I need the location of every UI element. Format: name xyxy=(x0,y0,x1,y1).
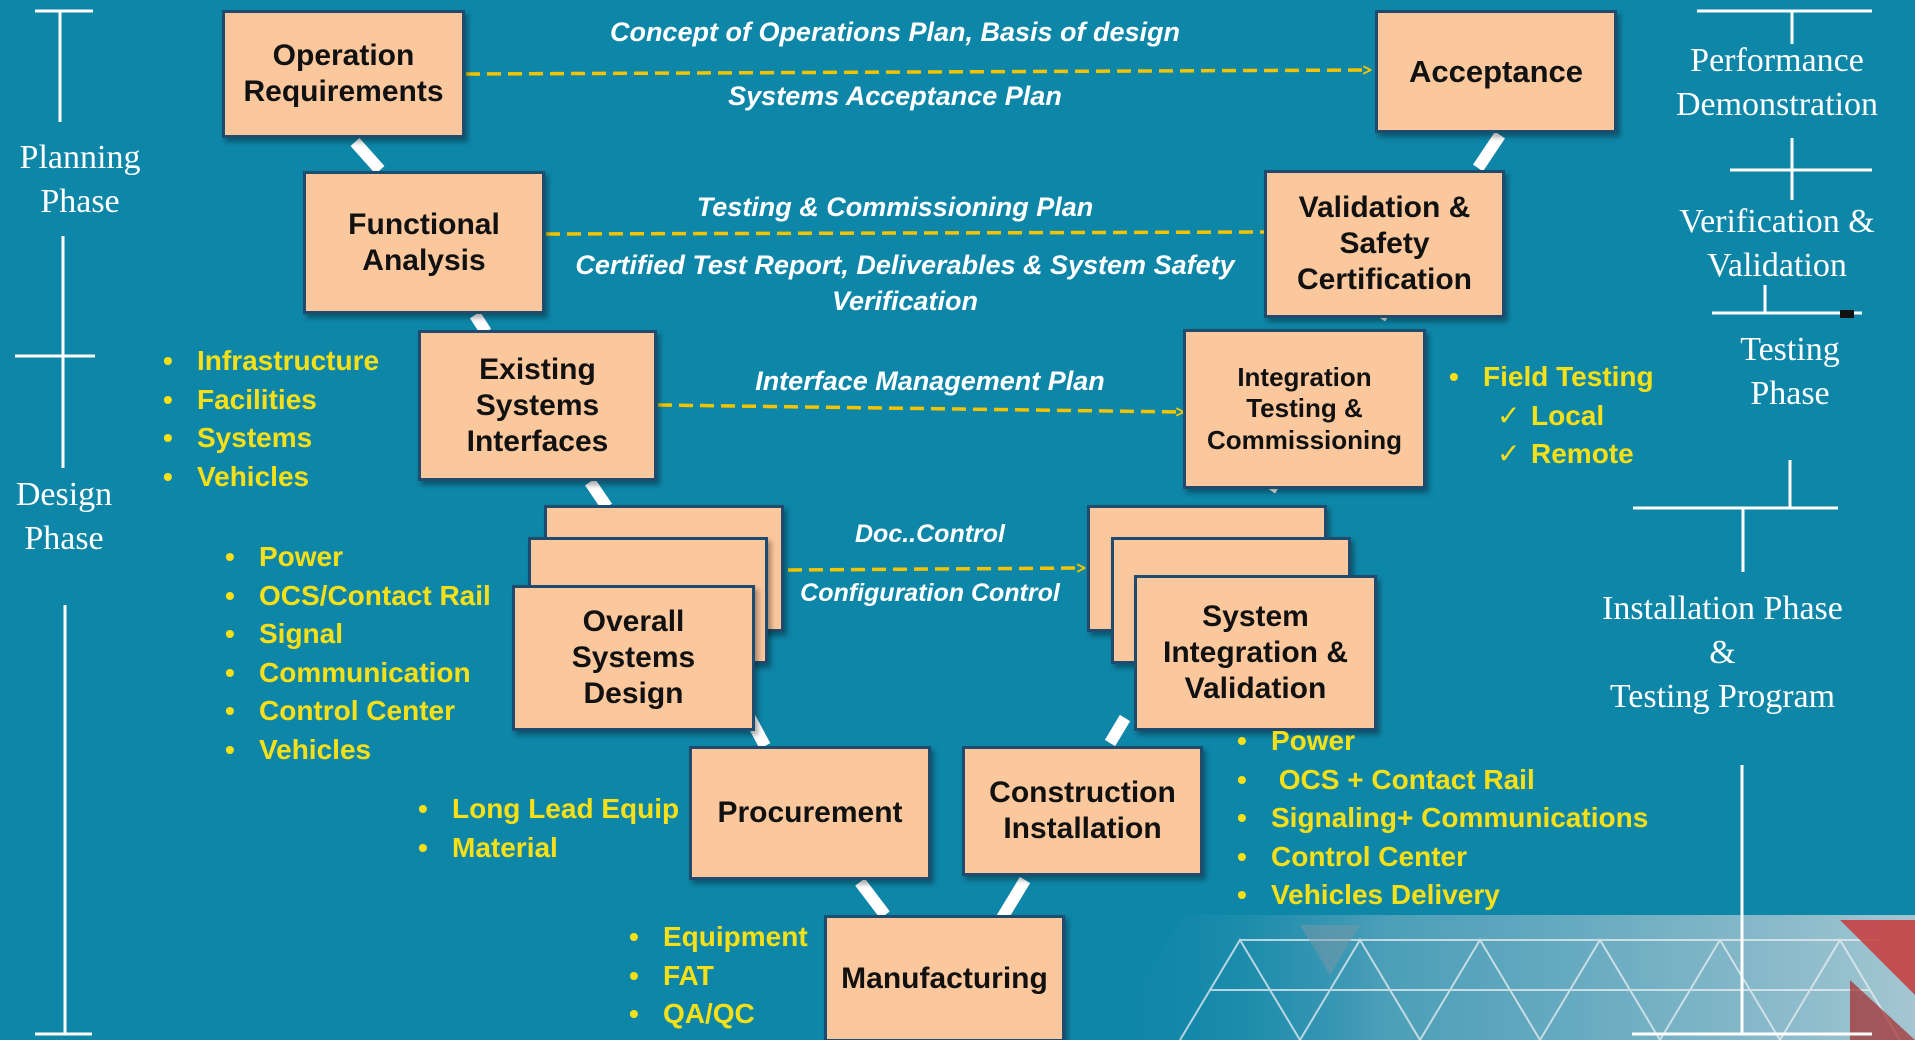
list-manufacturing: •Equipment •FAT •QA/QC xyxy=(629,918,808,1034)
list-item: ✓Remote xyxy=(1449,435,1654,474)
box-acceptance[interactable]: Acceptance xyxy=(1375,10,1617,133)
label-concept-of-operations: Concept of Operations Plan, Basis of des… xyxy=(609,17,1181,47)
box-system-integration-validation[interactable]: System Integration & Validation xyxy=(1134,575,1377,731)
bullet-icon: • xyxy=(1237,725,1247,756)
list-design: •Power •OCS/Contact Rail •Signal •Commun… xyxy=(225,538,491,769)
list-item: •Power xyxy=(225,538,491,577)
bullet-icon: • xyxy=(629,959,639,991)
bullet-icon: • xyxy=(225,695,235,726)
bullet-icon: • xyxy=(225,618,235,649)
list-item: •Signaling+ Communications xyxy=(1237,799,1648,838)
phase-label-testing: Testing Phase xyxy=(1740,331,1840,413)
label-interface-management-plan: Interface Management Plan xyxy=(755,366,1105,396)
decorative-mosaic xyxy=(1100,915,1915,1040)
list-item: •Equipment xyxy=(629,918,808,957)
bullet-icon: • xyxy=(629,921,639,952)
bullet-icon: • xyxy=(1449,361,1459,392)
box-operation-requirements[interactable]: Operation Requirements xyxy=(222,10,465,138)
box-manufacturing[interactable]: Manufacturing xyxy=(824,915,1065,1040)
list-construction: •Power • OCS + Contact Rail •Signaling+ … xyxy=(1237,722,1648,915)
phase-label-design: Design Phase xyxy=(15,476,113,558)
box-validation-safety-certification[interactable]: Validation & Safety Certification xyxy=(1264,170,1505,318)
bracket-mark xyxy=(1840,310,1854,318)
list-item: •Control Center xyxy=(225,692,491,731)
bullet-icon: • xyxy=(163,422,173,453)
label-testing-commissioning-plan: Testing & Commissioning Plan xyxy=(696,192,1094,222)
check-icon: ✓ xyxy=(1497,399,1521,431)
bullet-icon: • xyxy=(225,733,235,765)
list-item: •Control Center xyxy=(1237,838,1648,877)
list-item: •Infrastructure xyxy=(163,342,379,381)
bullet-icon: • xyxy=(1237,802,1247,833)
bullet-icon: • xyxy=(418,793,428,824)
label-configuration-control: Configuration Control xyxy=(800,579,1060,607)
bullet-icon: • xyxy=(225,579,235,611)
list-item: •Power xyxy=(1237,722,1648,761)
list-item: •Communication xyxy=(225,654,491,693)
right-phase-brackets xyxy=(1632,9,1872,1036)
list-item: •OCS/Contact Rail xyxy=(225,577,491,616)
box-construction-installation[interactable]: Construction Installation xyxy=(962,746,1203,876)
list-item: •Long Lead Equip xyxy=(418,790,679,829)
bullet-icon: • xyxy=(1237,879,1247,910)
list-item: •Facilities xyxy=(163,381,379,420)
left-phase-brackets xyxy=(15,9,95,1036)
list-item: •Vehicles xyxy=(163,458,379,497)
v-connectors xyxy=(350,131,1505,922)
list-item: ✓Local xyxy=(1449,397,1654,436)
list-procurement: •Long Lead Equip •Material xyxy=(418,790,679,867)
bullet-icon: • xyxy=(1237,763,1247,795)
label-certified-test-report: Certified Test Report, Deliverables & Sy… xyxy=(575,250,1235,317)
bullet-icon: • xyxy=(1237,840,1247,872)
box-functional-analysis[interactable]: Functional Analysis xyxy=(303,171,545,314)
list-item: • OCS + Contact Rail xyxy=(1237,761,1648,800)
bullet-icon: • xyxy=(163,383,173,415)
check-icon: ✓ xyxy=(1497,438,1521,469)
bullet-icon: • xyxy=(418,831,428,863)
phase-label-installation: Installation Phase & Testing Program xyxy=(1602,590,1843,716)
list-item: •FAT xyxy=(629,957,808,996)
list-item: •Field Testing xyxy=(1449,358,1654,397)
bullet-icon: • xyxy=(163,345,173,376)
label-doc-control: Doc..Control xyxy=(855,520,1005,548)
list-field-testing: •Field Testing ✓Local ✓Remote xyxy=(1449,358,1654,474)
bullet-icon: • xyxy=(163,460,173,492)
box-overall-systems-design[interactable]: Overall Systems Design xyxy=(512,585,755,731)
list-item: •Vehicles xyxy=(225,731,491,770)
box-integration-testing-commissioning[interactable]: Integration Testing & Commissioning xyxy=(1183,329,1426,489)
list-item: •Systems xyxy=(163,419,379,458)
box-existing-systems-interfaces[interactable]: Existing Systems Interfaces xyxy=(418,330,657,481)
list-item: •QA/QC xyxy=(629,995,808,1034)
label-systems-acceptance-plan: Systems Acceptance Plan xyxy=(728,81,1062,111)
bullet-icon: • xyxy=(225,656,235,688)
bullet-icon: • xyxy=(629,998,639,1029)
list-item: •Signal xyxy=(225,615,491,654)
phase-label-planning: Planning Phase xyxy=(19,139,141,221)
list-item: •Material xyxy=(418,829,679,868)
phase-label-performance: Performance Demonstration xyxy=(1675,42,1879,124)
phase-label-verification: Verification & Validation xyxy=(1679,203,1875,285)
bullet-icon: • xyxy=(225,541,235,572)
box-procurement[interactable]: Procurement xyxy=(689,746,931,880)
dashed-arrows xyxy=(465,70,1370,570)
list-interfaces: •Infrastructure •Facilities •Systems •Ve… xyxy=(163,342,379,496)
list-item: •Vehicles Delivery xyxy=(1237,876,1648,915)
